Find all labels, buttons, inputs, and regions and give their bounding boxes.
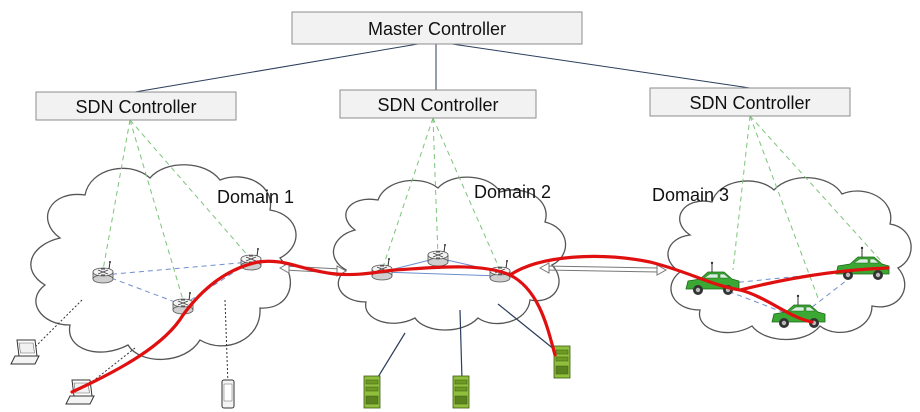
sdn-controller-label: SDN Controller <box>689 93 810 113</box>
sdn-controller-label: SDN Controller <box>75 97 196 117</box>
domain-label-2: Domain 2 <box>474 182 551 202</box>
laptop-icon <box>10 339 40 365</box>
domain-label-3: Domain 3 <box>652 185 729 205</box>
domain-cloud-3 <box>667 177 912 341</box>
phone-icon <box>221 379 235 409</box>
server-icon <box>452 375 470 409</box>
domain-cloud-1 <box>30 164 297 361</box>
domain-label-1: Domain 1 <box>217 187 294 207</box>
master-link-3 <box>451 43 751 89</box>
inter-domain-link-2 <box>538 262 668 276</box>
server-icon <box>363 375 381 409</box>
sdn-controller-box-1: SDN Controller <box>35 91 237 121</box>
master-to-sdn-links <box>134 43 751 93</box>
end-to-end-path <box>70 254 890 394</box>
master-controller-box: Master Controller <box>291 11 583 45</box>
controller-links <box>102 115 883 301</box>
sdn-controller-label: SDN Controller <box>377 95 498 115</box>
sdn-controller-box-2: SDN Controller <box>339 89 537 119</box>
master-link-1 <box>134 43 419 93</box>
sdn-controller-box-3: SDN Controller <box>649 87 851 117</box>
domain-cloud-2 <box>332 176 567 331</box>
server-icon <box>553 345 571 379</box>
master-controller-label: Master Controller <box>368 19 506 39</box>
